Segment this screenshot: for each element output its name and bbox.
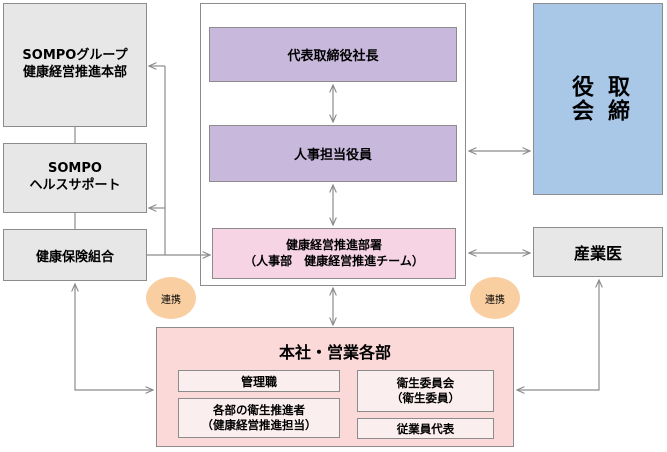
- hq-sales-departments-title: 本社・営業各部: [278, 343, 391, 362]
- arrow-union-bottom: [75, 284, 153, 390]
- board-of-directors-box: 取締 役会: [533, 3, 663, 195]
- employee-representative-box: 従業員代表: [357, 418, 494, 439]
- sompo-group-health-hq-box: SOMPOグループ 健康経営推進本部: [3, 3, 147, 127]
- right-collaboration-oval: 連携: [470, 277, 520, 319]
- health-insurance-union-box: 健康保険組合: [3, 229, 147, 281]
- hr-officer-box: 人事担当役員: [209, 125, 457, 182]
- health-committee-box: 衛生委員会 （衛生委員）: [357, 370, 494, 412]
- occupational-physician-box: 産業医: [533, 227, 663, 277]
- board-label-col1: 取締: [604, 75, 629, 123]
- sompo-health-support-box: SOMPO ヘルスサポート: [3, 143, 147, 213]
- management-box: 管理職: [178, 370, 340, 392]
- arrow-physician-bottom: [517, 280, 599, 390]
- board-label-col2: 役会: [568, 75, 593, 123]
- left-collaboration-oval: 連携: [146, 277, 196, 319]
- department-health-promoters-box: 各部の衛生推進者 （健康経営推進担当）: [178, 398, 340, 438]
- health-promotion-dept-box: 健康経営推進部署 （人事部 健康経営推進チーム）: [212, 228, 456, 279]
- president-box: 代表取締役社長: [209, 27, 457, 82]
